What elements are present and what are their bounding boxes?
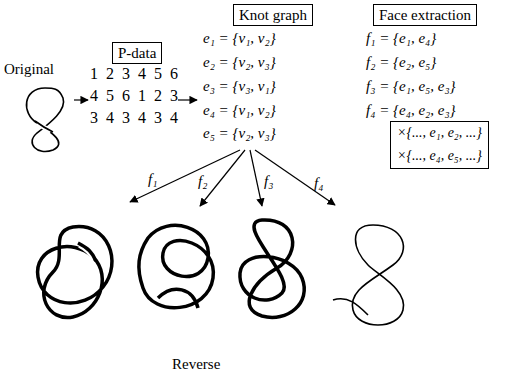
heading-box: Knot graph: [233, 4, 313, 26]
heading-box: P-data: [112, 42, 162, 64]
pdata-row: 3 4 3 4 3 4: [90, 108, 178, 127]
reversed-knot: [240, 220, 304, 317]
reversed-knot: [333, 225, 404, 325]
face-definition: f₃ = {e₁, e₅, e₃}: [366, 77, 456, 95]
node-text: P-data: [118, 44, 156, 62]
arrow-label: f₄: [314, 174, 323, 192]
flow-arrow: [74, 99, 88, 100]
face-arrows: [130, 150, 335, 206]
reversed-knot: [38, 227, 112, 318]
node-text: ×{..., e₄, e₅, ...}: [397, 148, 482, 165]
arrow-label: f₁: [148, 170, 157, 188]
pdata-row: 4 5 6 1 2 3: [90, 86, 178, 105]
pdata-row: 1 2 3 4 5 6: [90, 64, 178, 83]
arrow-label: f₃: [264, 172, 273, 190]
node-text: Face extraction: [379, 6, 471, 24]
face-definition: f₂ = {e₂, e₅}: [366, 53, 436, 71]
heading-box: Face extraction: [373, 4, 477, 26]
figure-label: Original: [4, 60, 54, 78]
edge-definition: e₄ = {v₁, v₂}: [203, 101, 276, 119]
excluded-faces-box: ×{..., e₁, e₂, ...} ×{..., e₄, e₅, ...}: [390, 121, 489, 169]
node-text: Knot graph: [239, 6, 307, 24]
face-definition: f₄ = {e₄, e₂, e₃}: [366, 101, 456, 119]
reversed-knot: [139, 225, 213, 308]
figure-label: Reverse: [172, 355, 220, 373]
node-text: ×{..., e₁, e₂, ...}: [397, 125, 482, 142]
edge-definition: e₂ = {v₂, v₃}: [203, 53, 276, 71]
edge-definition: e₅ = {v₂, v₃}: [203, 124, 276, 142]
flow-arrow: [178, 99, 197, 100]
edge-definition: e₁ = {v₁, v₂}: [203, 29, 276, 47]
face-definition: f₁ = {e₁, e₄}: [366, 29, 436, 47]
arrow-label: f₂: [198, 172, 207, 190]
edge-definition: e₃ = {v₃, v₁}: [203, 77, 276, 95]
original-knot: [27, 88, 64, 152]
